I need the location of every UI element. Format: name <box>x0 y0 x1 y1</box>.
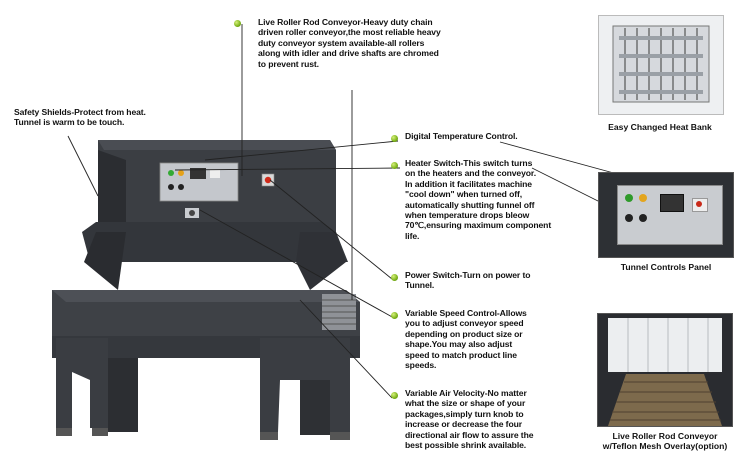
annotation-variable-air: Variable Air Velocity-No matter what the… <box>405 388 534 451</box>
machine-leg-front-left <box>56 338 108 428</box>
leader-power <box>269 179 393 280</box>
annotation-power-switch: Power Switch-Turn on power to Tunnel. <box>405 270 531 291</box>
annotation-conveyor: Live Roller Rod Conveyor-Heavy duty chai… <box>258 17 441 69</box>
bullet-icon <box>391 392 398 399</box>
heat-bank-image <box>612 25 710 103</box>
bullet-icon <box>391 274 398 281</box>
controls-panel-photo <box>598 172 734 258</box>
conveyor-mesh-image <box>608 318 722 426</box>
conveyor-photo <box>597 313 733 427</box>
tunnel-hood <box>82 222 348 262</box>
bullet-icon <box>391 135 398 142</box>
temperature-display <box>660 194 684 212</box>
controls-panel-plate <box>617 185 723 245</box>
leader-air <box>299 299 393 399</box>
caption-conveyor: Live Roller Rod Conveyor w/Teflon Mesh O… <box>602 431 728 452</box>
leader-digital <box>204 140 399 161</box>
leader-safety <box>67 135 99 197</box>
caption-controls-panel: Tunnel Controls Panel <box>620 262 712 272</box>
bullet-icon <box>391 162 398 169</box>
leader-heater <box>174 167 401 171</box>
annotation-digital-temperature: Digital Temperature Control. <box>405 131 518 141</box>
caption-heat-bank: Easy Changed Heat Bank <box>608 122 712 132</box>
heater-indicator-icon <box>625 194 633 202</box>
bullet-icon <box>391 312 398 319</box>
bullet-icon <box>234 20 241 27</box>
speed-knob-icon <box>625 214 633 222</box>
annotation-variable-speed: Variable Speed Control-Allows you to adj… <box>405 308 527 371</box>
heat-bank-photo <box>598 15 724 115</box>
machine-heater-light <box>168 170 174 176</box>
annotation-heater-switch: Heater Switch-This switch turns on the h… <box>405 158 552 241</box>
leader-speed <box>199 209 395 319</box>
power-indicator-icon <box>639 194 647 202</box>
exit-shield <box>296 232 346 290</box>
annotation-safety-shields: Safety Shields-Protect from heat. Tunnel… <box>14 107 146 128</box>
entry-shield <box>84 232 126 290</box>
machine-leg-front-right <box>260 338 350 432</box>
machine-temp-display <box>190 168 206 179</box>
air-knob-icon <box>639 214 647 222</box>
